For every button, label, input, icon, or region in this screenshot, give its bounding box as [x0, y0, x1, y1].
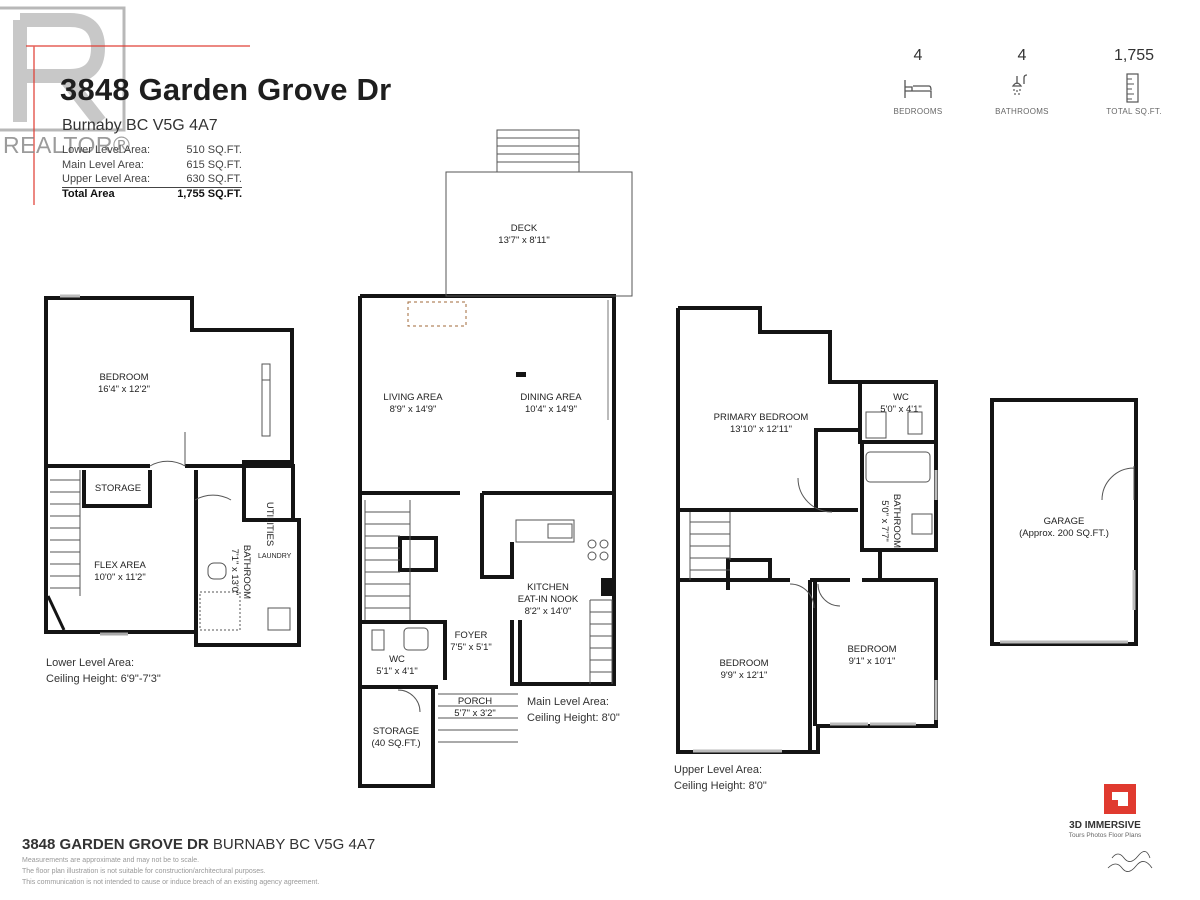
bathrooms-label: BATHROOMS — [995, 107, 1049, 116]
deck-and-stairs — [364, 129, 633, 743]
footer-note-2: The floor plan illustration is not suita… — [22, 868, 266, 875]
lower-level-walls — [44, 296, 301, 647]
footer-note-3: This communication is not intended to ca… — [22, 879, 320, 886]
lower-level-details — [46, 294, 291, 636]
room-storage-main: STORAGE(40 SQ.FT.) — [371, 726, 421, 749]
garage — [990, 398, 1138, 646]
sqft-count: 1,755 — [1113, 47, 1155, 64]
level-caption-main: Main Level Area:Ceiling Height: 8'0" — [527, 696, 620, 724]
property-address: 3848 Garden Grove Dr — [60, 72, 392, 107]
footer-note-1: Measurements are approximate and may not… — [22, 857, 200, 864]
brand-tagline: Tours Photos Floor Plans — [1068, 832, 1142, 839]
ruler-icon — [1126, 73, 1139, 103]
room-laundry: LAUNDRY — [258, 553, 292, 560]
realtor-watermark-text: REALTOR® — [3, 132, 131, 158]
shower-icon — [1011, 74, 1028, 95]
garage-details — [1000, 466, 1136, 644]
area-divider — [62, 187, 242, 188]
upper-level-details — [689, 411, 938, 753]
room-utilities: UTILITIES — [264, 501, 275, 547]
realtor-logo-watermark — [0, 6, 250, 205]
sqft-label: TOTAL SQ.FT. — [1106, 107, 1162, 116]
signature-marks — [1107, 851, 1153, 872]
room-garage: GARAGE(Approx. 200 SQ.FT.) — [1019, 516, 1109, 539]
footer-address: 3848 GARDEN GROVE DR BURNABY BC V5G 4A7 — [22, 836, 376, 853]
property-city: Burnaby BC V5G 4A7 — [62, 117, 218, 134]
room-storage-lower: STORAGE — [94, 483, 142, 494]
level-caption-lower: Lower Level Area:Ceiling Height: 6'9"-7'… — [46, 657, 161, 685]
bedrooms-label: BEDROOMS — [893, 107, 943, 116]
area-row-upper: Upper Level Area:630 SQ.FT. — [62, 173, 242, 185]
level-caption-upper: Upper Level Area:Ceiling Height: 8'0" — [674, 764, 767, 792]
upper-level-walls — [676, 306, 938, 754]
area-row-main: Main Level Area:615 SQ.FT. — [62, 159, 242, 171]
area-row-lower: Lower Level Area:510 SQ.FT. — [62, 144, 242, 156]
bedrooms-count: 4 — [913, 47, 923, 64]
brand-logo-mark — [1104, 784, 1136, 814]
bed-icon — [904, 80, 932, 98]
brand-name: 3D IMMERSIVE — [1069, 820, 1141, 831]
bathrooms-count: 4 — [1017, 47, 1027, 64]
